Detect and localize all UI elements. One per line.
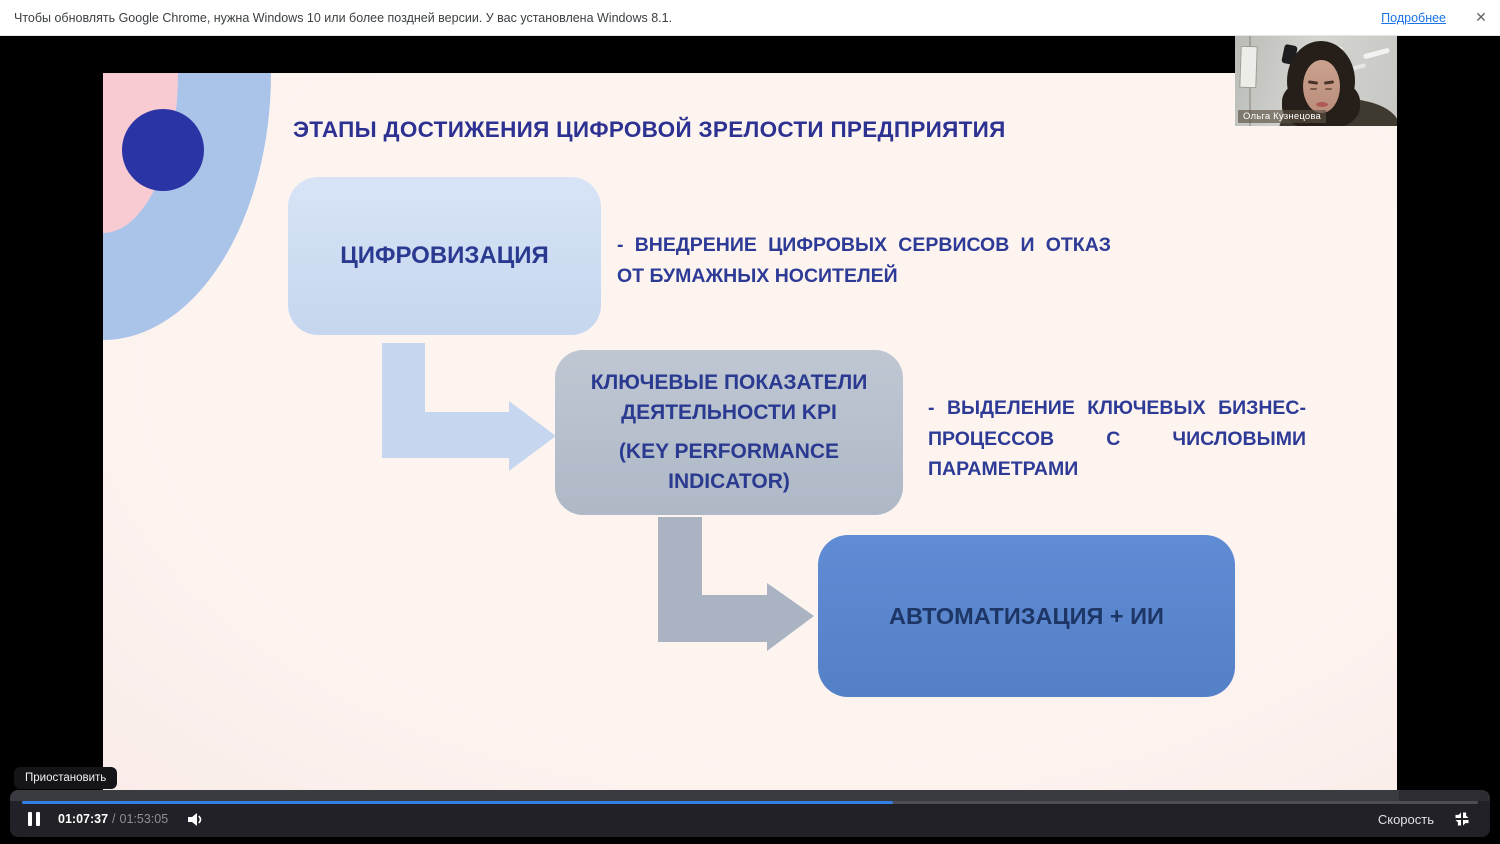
volume-icon[interactable] — [184, 807, 208, 831]
player-control-bar: 01:07:37/01:53:05 Скорость — [10, 790, 1490, 837]
controls-row: 01:07:37/01:53:05 Скорость — [10, 801, 1490, 837]
stage3-box: АВТОМАТИЗАЦИЯ + ИИ — [818, 535, 1235, 697]
time-separator: / — [112, 812, 116, 826]
seek-bar[interactable] — [22, 801, 1478, 804]
progress-buffered[interactable] — [10, 790, 1399, 801]
stage1-description: - ВНЕДРЕНИЕ ЦИФРОВЫХ СЕРВИСОВ И ОТКАЗ ОТ… — [617, 234, 1111, 287]
seek-bar-fill — [22, 801, 893, 804]
navy-circle — [122, 109, 204, 191]
speaker-eye — [1310, 88, 1317, 90]
arrow-stage1-to-stage2 — [382, 343, 556, 471]
pause-button[interactable] — [22, 807, 46, 831]
stage2-box: КЛЮЧЕВЫЕ ПОКАЗАТЕЛИ ДЕЯТЕЛЬНОСТИ KPI (KE… — [555, 350, 903, 515]
stage2-description: - ВЫДЕЛЕНИЕ КЛЮЧЕВЫХ БИЗНЕС- ПРОЦЕССОВ С… — [928, 397, 1306, 480]
arrow-stage2-to-stage3 — [658, 517, 814, 651]
pause-tooltip: Приостановить — [14, 767, 118, 789]
presentation-slide: ЭТАПЫ ДОСТИЖЕНИЯ ЦИФРОВОЙ ЗРЕЛОСТИ ПРЕДП… — [103, 73, 1397, 790]
time-display: 01:07:37/01:53:05 — [58, 812, 168, 826]
close-icon[interactable]: ✕ — [1475, 9, 1487, 25]
stage3-label: АВТОМАТИЗАЦИЯ + ИИ — [889, 602, 1164, 629]
speaker-name-badge: Ольга Кузнецова — [1238, 110, 1326, 123]
total-time: 01:53:05 — [119, 812, 169, 826]
webcam-overlay: Ольга Кузнецова — [1235, 36, 1397, 126]
wall-frame — [1239, 45, 1258, 89]
light-glare — [1362, 47, 1391, 60]
video-surface[interactable]: ЭТАПЫ ДОСТИЖЕНИЯ ЦИФРОВОЙ ЗРЕЛОСТИ ПРЕДП… — [0, 36, 1500, 844]
compress-fullscreen-icon[interactable] — [1450, 807, 1474, 831]
corner-decoration — [103, 73, 271, 340]
speaker-eye — [1325, 88, 1332, 90]
slide-title: ЭТАПЫ ДОСТИЖЕНИЯ ЦИФРОВОЙ ЗРЕЛОСТИ ПРЕДП… — [293, 117, 1006, 142]
infobar-message: Чтобы обновлять Google Chrome, нужна Win… — [14, 10, 673, 25]
details-link[interactable]: Подробнее — [1381, 10, 1446, 25]
current-time: 01:07:37 — [58, 812, 109, 826]
chrome-update-infobar: Чтобы обновлять Google Chrome, нужна Win… — [0, 0, 1500, 36]
progress-unbuffered[interactable] — [1399, 790, 1490, 801]
stage1-label: ЦИФРОВИЗАЦИЯ — [340, 242, 549, 269]
flow-arrows — [382, 343, 814, 651]
stage1-box: ЦИФРОВИЗАЦИЯ — [288, 177, 601, 335]
speed-button[interactable]: Скорость — [1377, 811, 1434, 827]
speaker-lips — [1316, 102, 1328, 107]
